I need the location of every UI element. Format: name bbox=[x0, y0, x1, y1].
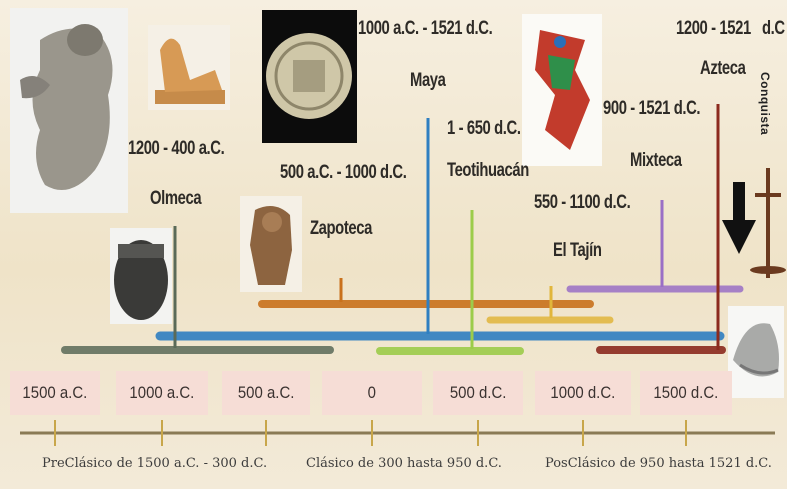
tick-label: 0 bbox=[368, 383, 376, 403]
cross-sword-image bbox=[750, 168, 786, 278]
tick-1500dc: 1500 d.C. bbox=[640, 371, 732, 415]
tick-label: 1000 d.C. bbox=[551, 383, 616, 403]
tick-label: 1500 a.C. bbox=[23, 383, 88, 403]
conquista-arrow-icon bbox=[722, 182, 756, 254]
azteca-range: 1200 - 1521 bbox=[676, 18, 751, 40]
azteca-suffix: d.C bbox=[762, 18, 785, 40]
teotihuacan-range: 1 - 650 d.C. bbox=[447, 118, 521, 140]
maya-range: 1000 a.C. - 1521 d.C. bbox=[358, 18, 492, 40]
azteca-name: Azteca bbox=[700, 58, 745, 80]
mixteca-name: Mixteca bbox=[630, 150, 682, 172]
tick-500ac: 500 a.C. bbox=[222, 371, 310, 415]
olmec-head-image bbox=[110, 228, 172, 324]
tick-0: 0 bbox=[322, 371, 422, 415]
olmeca-name: Olmeca bbox=[150, 188, 201, 210]
olmeca-range: 1200 - 400 a.C. bbox=[128, 138, 224, 160]
maya-calendar-image bbox=[262, 10, 357, 143]
eltajin-range: 550 - 1100 d.C. bbox=[534, 192, 630, 214]
tick-label: 500 d.C. bbox=[450, 383, 507, 403]
period-clasico: Clásico de 300 hasta 950 d.C. bbox=[306, 456, 502, 471]
period-posclasico: PosClásico de 950 hasta 1521 d.C. bbox=[545, 456, 772, 471]
zapoteca-name: Zapoteca bbox=[310, 218, 372, 240]
tick-1000ac: 1000 a.C. bbox=[116, 371, 208, 415]
tick-1000dc: 1000 d.C. bbox=[535, 371, 631, 415]
tick-500dc: 500 d.C. bbox=[433, 371, 523, 415]
zapoteca-range: 500 a.C. - 1000 d.C. bbox=[280, 162, 406, 184]
olmec-figure-image bbox=[10, 8, 128, 213]
maya-name: Maya bbox=[410, 70, 446, 92]
eltajin-name: El Tajín bbox=[553, 240, 601, 262]
teotihuacan-name: Teotihuacán bbox=[447, 160, 529, 182]
conquista-label: Conquista bbox=[758, 72, 772, 135]
tick-1500ac: 1500 a.C. bbox=[10, 371, 100, 415]
zapotec-urn-image bbox=[240, 196, 302, 292]
tick-label: 500 a.C. bbox=[238, 383, 295, 403]
helmet-image bbox=[728, 306, 784, 398]
mixteca-range: 900 - 1521 d.C. bbox=[603, 98, 700, 120]
chacmool-image bbox=[148, 25, 230, 110]
tick-label: 1000 a.C. bbox=[130, 383, 195, 403]
tick-label: 1500 d.C. bbox=[654, 383, 719, 403]
quetzalcoatl-image bbox=[522, 14, 602, 166]
period-preclasico: PreClásico de 1500 a.C. - 300 d.C. bbox=[42, 456, 267, 471]
